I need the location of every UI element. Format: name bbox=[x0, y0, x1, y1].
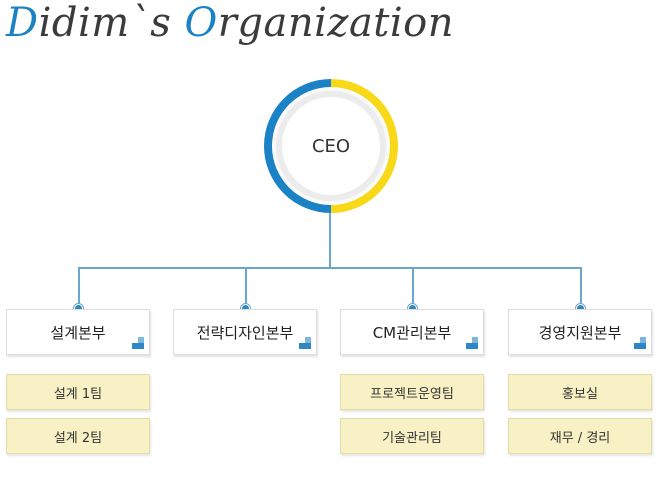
corner-blocks-icon bbox=[466, 337, 478, 349]
dept-design[interactable]: 설계본부 bbox=[6, 309, 150, 355]
dept-label: 경영지원본부 bbox=[538, 323, 622, 342]
page-title: Didim`s Organization bbox=[6, 0, 454, 46]
ceo-node: CEO bbox=[264, 79, 398, 213]
title-initial-o: O bbox=[184, 0, 218, 46]
title-part-1: idim`s bbox=[38, 0, 185, 46]
connector-trunk bbox=[329, 213, 331, 268]
corner-blocks-icon bbox=[299, 337, 311, 349]
ceo-label: CEO bbox=[282, 97, 380, 195]
connector-drop-4 bbox=[580, 267, 582, 309]
dept-management-support[interactable]: 경영지원본부 bbox=[508, 309, 652, 355]
dept-label: 전략디자인본부 bbox=[196, 323, 294, 342]
team-technical-management[interactable]: 기술관리팀 bbox=[340, 418, 484, 454]
team-pr[interactable]: 홍보실 bbox=[508, 374, 652, 410]
team-design-1[interactable]: 설계 1팀 bbox=[6, 374, 150, 410]
team-project-operations[interactable]: 프로젝트운영팀 bbox=[340, 374, 484, 410]
team-design-2[interactable]: 설계 2팀 bbox=[6, 418, 150, 454]
connector-drop-1 bbox=[78, 267, 80, 309]
team-finance-accounting[interactable]: 재무 / 경리 bbox=[508, 418, 652, 454]
connector-bus bbox=[78, 267, 582, 269]
connector-drop-2 bbox=[245, 267, 247, 309]
dept-label: 설계본부 bbox=[50, 323, 106, 342]
corner-blocks-icon bbox=[634, 337, 646, 349]
corner-blocks-icon bbox=[132, 337, 144, 349]
dept-strategy-design[interactable]: 전략디자인본부 bbox=[173, 309, 317, 355]
dept-label: CM관리본부 bbox=[372, 323, 452, 342]
connector-drop-3 bbox=[412, 267, 414, 309]
dept-cm-management[interactable]: CM관리본부 bbox=[340, 309, 484, 355]
title-initial-d: D bbox=[6, 0, 39, 46]
title-part-2: rganization bbox=[217, 0, 455, 46]
